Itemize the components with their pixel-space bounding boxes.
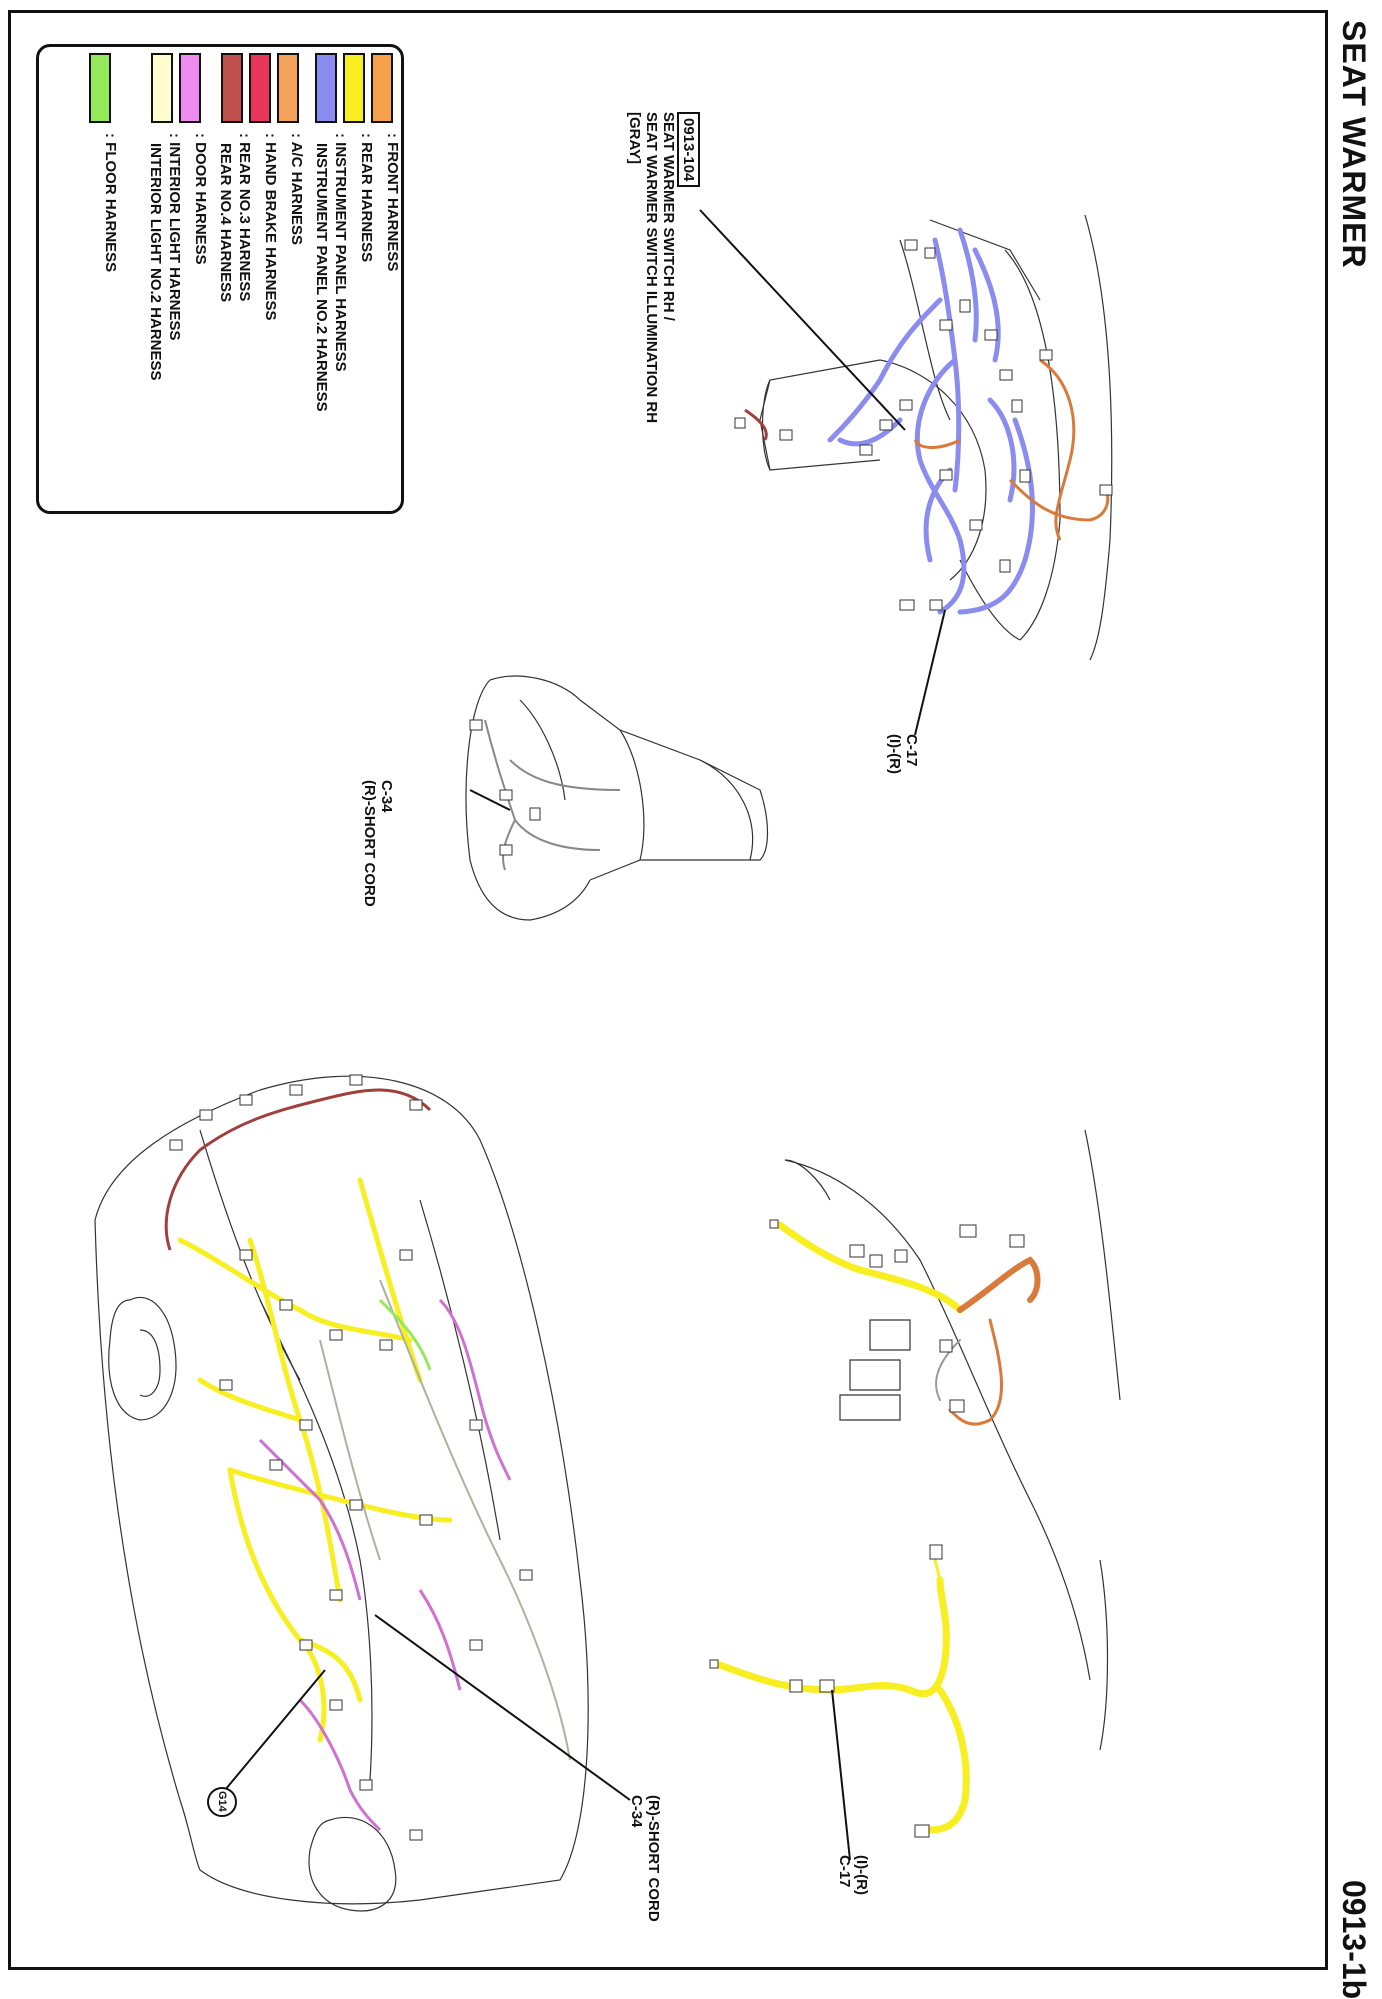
c34-body-callout: (R)-SHORT CORD C-34 bbox=[628, 1795, 662, 1922]
instrument-panel-drawing bbox=[759, 214, 1113, 661]
callout-lines-top bbox=[699, 209, 946, 736]
c34-body-desc: (R)-SHORT CORD bbox=[645, 1795, 662, 1922]
switch-label-line3: [GRAY] bbox=[626, 112, 643, 164]
page-border bbox=[8, 10, 1328, 1970]
legend-swatch-rear bbox=[343, 53, 365, 123]
car-floor-harness bbox=[378, 1298, 432, 1371]
rear-floor-connectors bbox=[709, 1219, 1025, 1838]
instrument-connectors bbox=[734, 239, 1113, 611]
rear-floor-drawing bbox=[784, 1129, 1121, 1751]
legend-swatch-hand-brake bbox=[249, 53, 271, 123]
legend-swatch-instrument bbox=[315, 53, 337, 123]
c34-seat-callout: C-34 (R)-SHORT CORD bbox=[361, 780, 395, 907]
legend-swatch-floor bbox=[89, 53, 111, 123]
ground-symbol bbox=[207, 1787, 237, 1817]
c17-top-callout: C-17 (I)-(R) bbox=[886, 734, 920, 774]
c34-seat-code: C-34 bbox=[378, 780, 395, 813]
legend-swatch-door bbox=[179, 53, 201, 123]
callout-lines-car bbox=[224, 1614, 631, 1801]
c17-bottom-code: C-17 bbox=[836, 1855, 853, 1888]
ground-label: G14 bbox=[216, 1791, 228, 1812]
legend-swatch-interior-light bbox=[151, 53, 173, 123]
c17-bottom-callout: (I)-(R) C-17 bbox=[836, 1855, 870, 1895]
c17-top-desc: (I)-(R) bbox=[886, 734, 903, 774]
rear-floor-harness bbox=[716, 1221, 1041, 1834]
car-rear-harness bbox=[177, 1177, 453, 1743]
car-interior-harness bbox=[319, 1279, 571, 1761]
ac-harness bbox=[913, 358, 1110, 541]
c34-seat-desc: (R)-SHORT CORD bbox=[361, 780, 378, 907]
switch-label-line1: SEAT WARMER SWITCH RH / bbox=[660, 112, 677, 321]
callout-lines-seat bbox=[469, 789, 511, 811]
connector-code-box: 0913-104 bbox=[677, 112, 700, 188]
callout-lines-rear bbox=[831, 1689, 851, 1861]
harness-color-legend: : FRONT HARNESS : REAR HARNESS : INSTRUM… bbox=[36, 44, 404, 514]
car-door-harness bbox=[258, 1298, 512, 1832]
car-connectors bbox=[169, 1074, 533, 1841]
legend-swatch-ac bbox=[277, 53, 299, 123]
hand-brake-harness bbox=[744, 408, 768, 441]
c17-top-code: C-17 bbox=[903, 734, 920, 767]
seat-connectors bbox=[469, 719, 541, 856]
car-rear3-harness bbox=[164, 1088, 432, 1251]
seat-drawing bbox=[465, 675, 769, 921]
switch-callout: 0913-104 SEAT WARMER SWITCH RH / SEAT WA… bbox=[626, 112, 700, 423]
instrument-harness bbox=[827, 227, 1035, 615]
legend-swatch-rear-no3 bbox=[221, 53, 243, 123]
c34-body-code: C-34 bbox=[628, 1795, 645, 1828]
c17-bottom-desc: (I)-(R) bbox=[853, 1855, 870, 1895]
car-body-drawing bbox=[94, 1075, 589, 1912]
legend-swatch-front bbox=[371, 53, 393, 123]
switch-label-line2: SEAT WARMER SWITCH ILLUMINATION RH bbox=[643, 112, 660, 424]
